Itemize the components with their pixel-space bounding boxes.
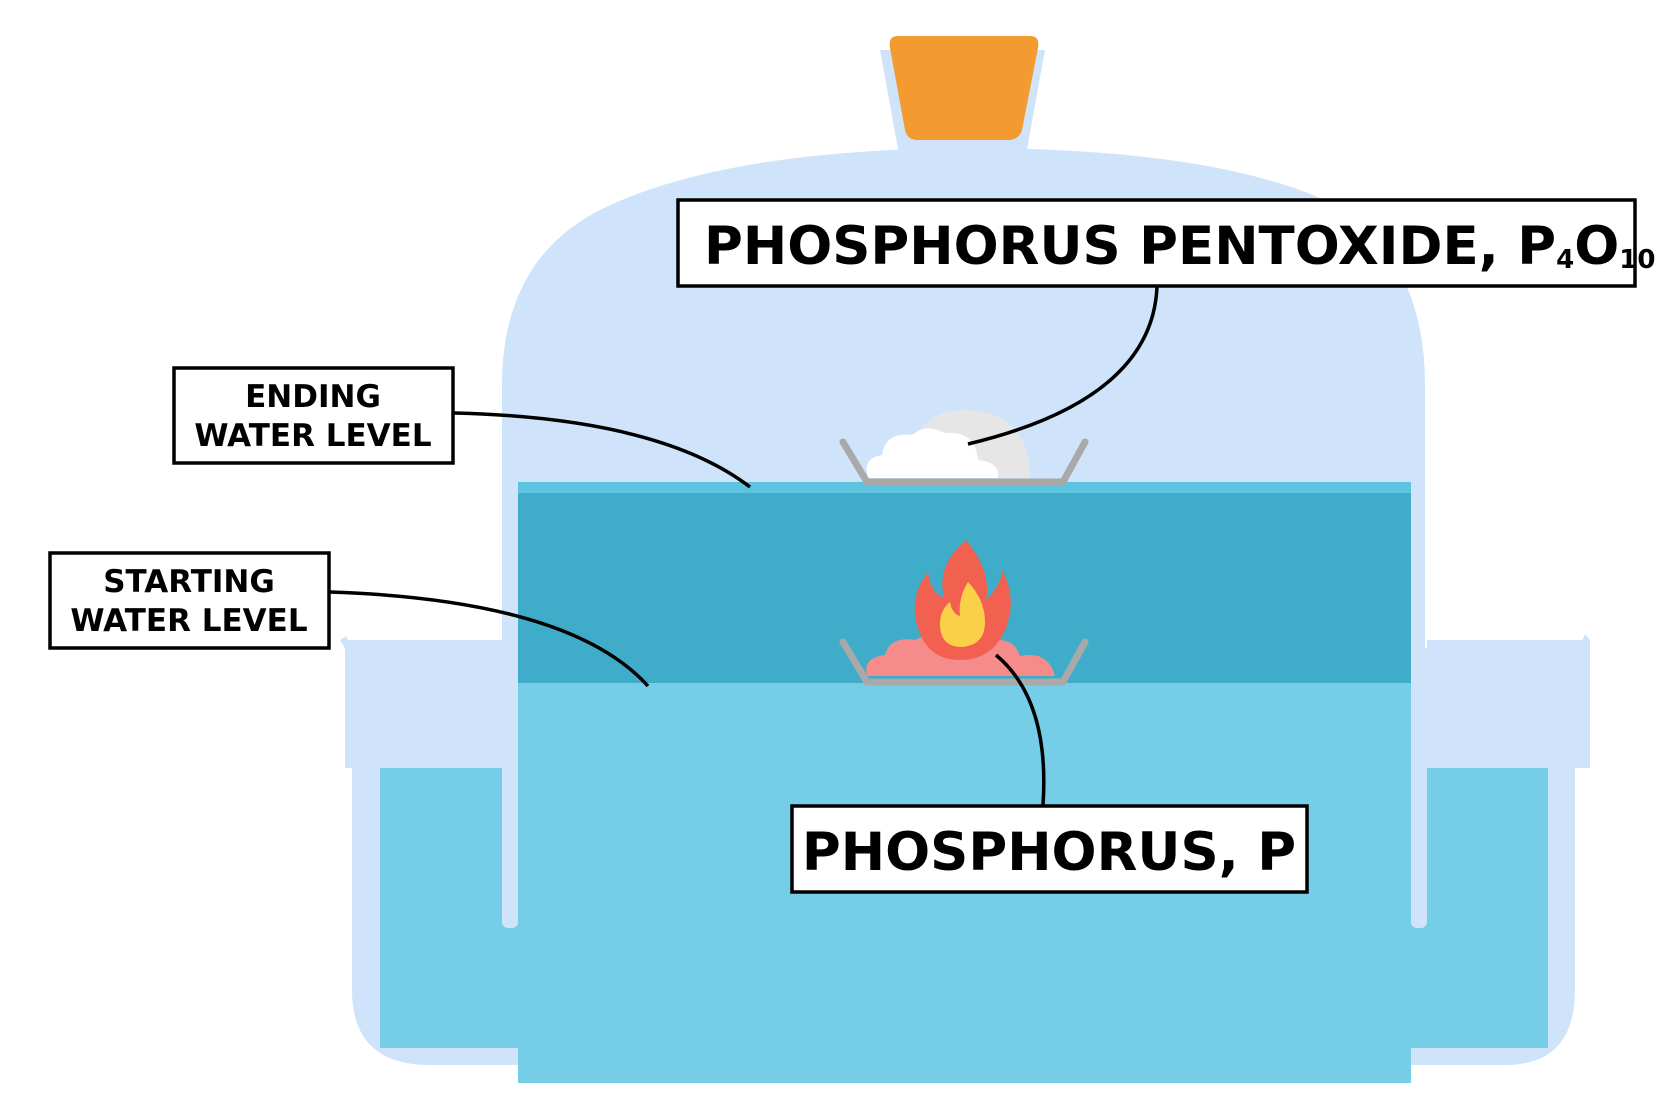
label-ending-line2: WATER LEVEL (194, 418, 431, 454)
leader-starting (329, 590, 650, 688)
trough-top-right (1427, 640, 1590, 768)
label-starting-water-level: STARTING WATER LEVEL (48, 551, 331, 650)
label-starting-line2: WATER LEVEL (70, 603, 307, 639)
trough-top-left (345, 640, 502, 768)
leader-phosphorus (994, 653, 1046, 806)
label-ending-line1: ENDING (245, 379, 381, 415)
jar-wall-left (502, 683, 518, 928)
label-phosphorus-text: PHOSPHORUS, P (802, 822, 1296, 883)
lower-dish (839, 638, 1089, 686)
smoke-white (866, 428, 999, 478)
stopper (889, 36, 1039, 140)
trough-water-right (1427, 768, 1548, 928)
label-phosphorus: PHOSPHORUS, P (790, 804, 1309, 894)
leader-p4o10 (967, 286, 1159, 446)
upper-dish (839, 438, 1089, 486)
trough-water-left (380, 768, 502, 928)
water-surface (518, 482, 1411, 493)
label-starting-line1: STARTING (103, 564, 275, 600)
label-p4o10: PHOSPHORUS PENTOXIDE, P4O10 (676, 198, 1655, 288)
flame-inner (940, 582, 985, 647)
label-p4o10-text: PHOSPHORUS PENTOXIDE, P4O10 (704, 216, 1655, 277)
leader-ending (453, 411, 752, 489)
label-ending-water-level: ENDING WATER LEVEL (172, 366, 455, 465)
jar-wall-right (1411, 683, 1427, 928)
